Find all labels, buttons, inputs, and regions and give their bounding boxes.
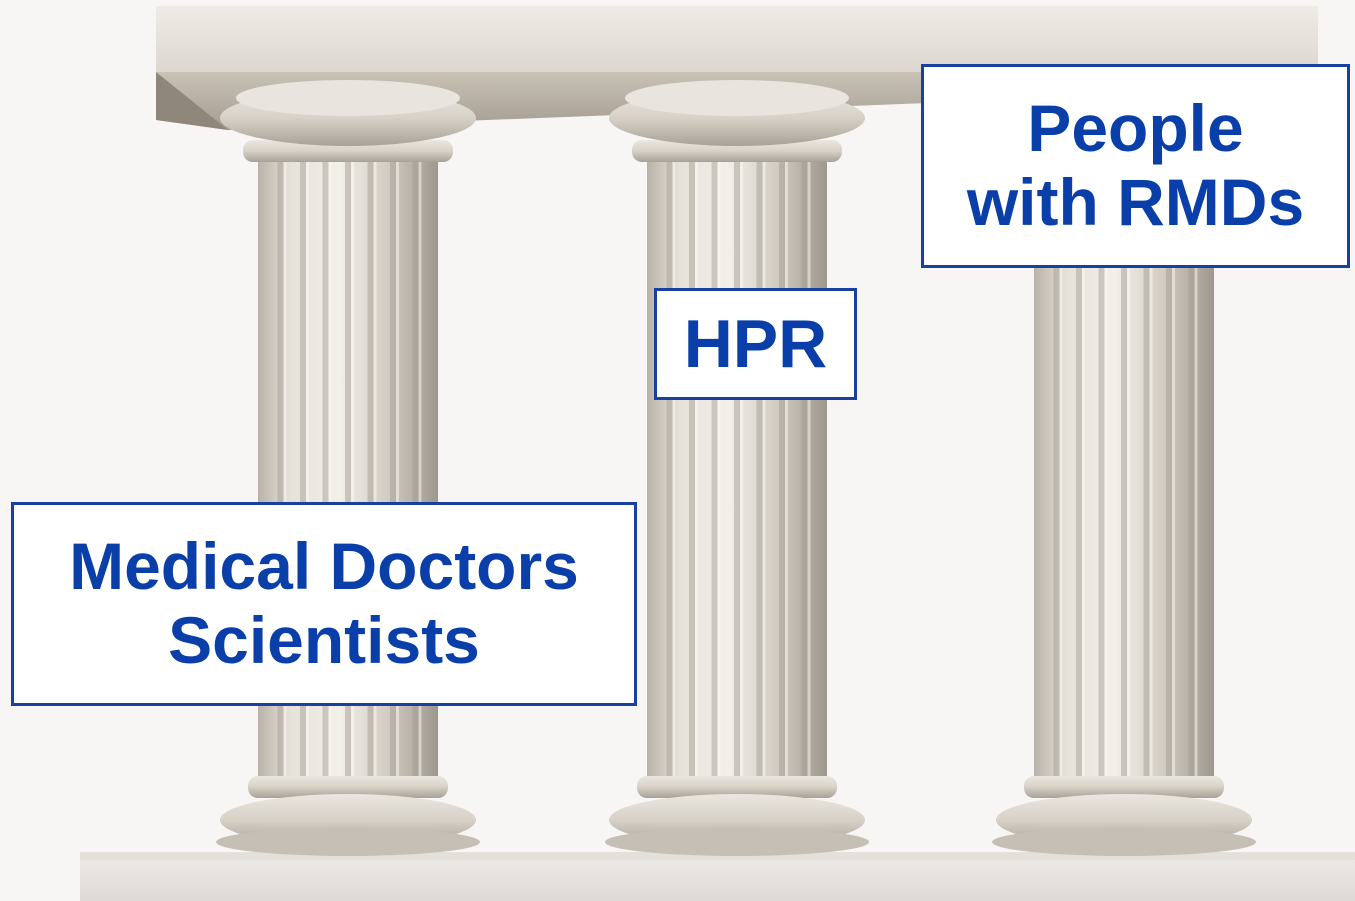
- floor-slab: [80, 852, 1355, 901]
- medical-doctors-scientists-label: Medical Doctors Scientists: [11, 502, 637, 706]
- hpr-label: HPR: [654, 288, 857, 400]
- pillar-left: [216, 80, 480, 856]
- pillar-middle: [605, 80, 869, 856]
- people-label-line2: with RMDs: [966, 165, 1305, 239]
- pillars-group: [216, 80, 1256, 856]
- people-with-rmds-label: People with RMDs: [921, 64, 1350, 268]
- doctors-label-line1: Medical Doctors: [69, 529, 579, 604]
- doctors-label-line2: Scientists: [168, 603, 480, 677]
- people-label-line1: People: [1027, 91, 1244, 166]
- hpr-label-text: HPR: [683, 305, 828, 382]
